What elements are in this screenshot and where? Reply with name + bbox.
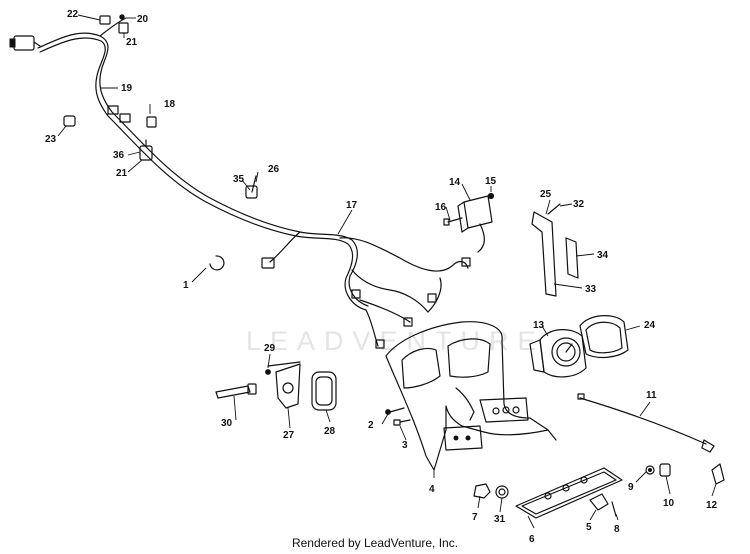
light-30	[215, 383, 257, 399]
callout-16: 16	[435, 202, 447, 213]
switch-10	[659, 463, 671, 477]
clip-18	[146, 116, 157, 128]
callout-6: 6	[529, 534, 535, 545]
harness-clamps	[107, 105, 131, 123]
switch-plate	[515, 467, 623, 519]
lens-28	[311, 371, 337, 411]
bracket-33	[531, 211, 557, 297]
switch-5	[589, 493, 609, 511]
speedometer-cable	[577, 393, 715, 453]
callout-5: 5	[586, 522, 592, 533]
bolt-3	[393, 419, 411, 426]
clamp-36-21	[139, 139, 153, 161]
callout-35: 35	[233, 174, 245, 185]
callout-18: 18	[164, 99, 176, 110]
speedometer	[529, 329, 587, 378]
callout-20: 20	[137, 14, 149, 25]
branch-connectors	[351, 257, 471, 349]
nut-7	[473, 483, 491, 499]
snap-ring	[209, 255, 225, 271]
wiring-harness	[37, 17, 469, 347]
callout-31: 31	[494, 514, 506, 525]
callout-30: 30	[221, 418, 233, 429]
callout-7: 7	[472, 512, 478, 523]
callout-34: 34	[597, 250, 609, 261]
callout-10: 10	[663, 498, 675, 509]
callout-24: 24	[644, 320, 656, 331]
dash-panel	[385, 321, 557, 471]
lamp-bracket	[267, 361, 301, 409]
harness-connector	[9, 35, 41, 51]
callout-19: 19	[121, 83, 133, 94]
callout-8: 8	[614, 524, 620, 535]
callout-22: 22	[67, 9, 79, 20]
bolt-16	[443, 217, 463, 226]
callout-33: 33	[585, 284, 597, 295]
callout-9: 9	[628, 482, 634, 493]
washer-9	[645, 465, 655, 475]
clip-12	[711, 463, 725, 485]
callout-23: 23	[45, 134, 57, 145]
callout-36: 36	[113, 150, 125, 161]
regulator-box	[457, 195, 493, 253]
callout-21-top: 21	[126, 37, 138, 48]
nut-20	[119, 14, 125, 20]
screw-2	[385, 407, 405, 415]
screw-32	[547, 203, 561, 215]
cap-23	[63, 115, 76, 127]
callout-1: 1	[183, 280, 189, 291]
callout-21-bottom: 21	[116, 168, 128, 179]
callout-32: 32	[573, 199, 585, 210]
leader-lines	[57, 14, 717, 529]
speedometer-lens	[579, 315, 629, 359]
bracket-34	[565, 237, 579, 279]
clip-35-26	[245, 175, 258, 199]
callout-17: 17	[346, 200, 358, 211]
callout-12: 12	[706, 500, 718, 511]
callout-28: 28	[324, 426, 336, 437]
callout-labels: 1 2 3 4 5 6 7 8 9 10 11 12 13 14 15 16 1…	[45, 9, 718, 545]
callout-15: 15	[485, 176, 497, 187]
callout-2: 2	[368, 420, 374, 431]
knob-29	[265, 369, 271, 375]
footer-credit: Rendered by LeadVenture, Inc.	[291, 536, 459, 550]
clip-21-top	[118, 22, 129, 34]
callout-25: 25	[540, 189, 552, 200]
clip-22	[99, 15, 111, 25]
lower-connector	[261, 257, 275, 269]
callout-29: 29	[264, 343, 276, 354]
callout-26: 26	[268, 164, 280, 175]
callout-27: 27	[283, 430, 295, 441]
callout-3: 3	[402, 440, 408, 451]
washer-31	[495, 485, 509, 499]
callout-11: 11	[646, 390, 657, 401]
callout-14: 14	[449, 177, 461, 188]
callout-4: 4	[429, 484, 435, 495]
callout-13: 13	[533, 320, 545, 331]
nut-15	[487, 192, 495, 200]
pin-8	[611, 501, 617, 517]
